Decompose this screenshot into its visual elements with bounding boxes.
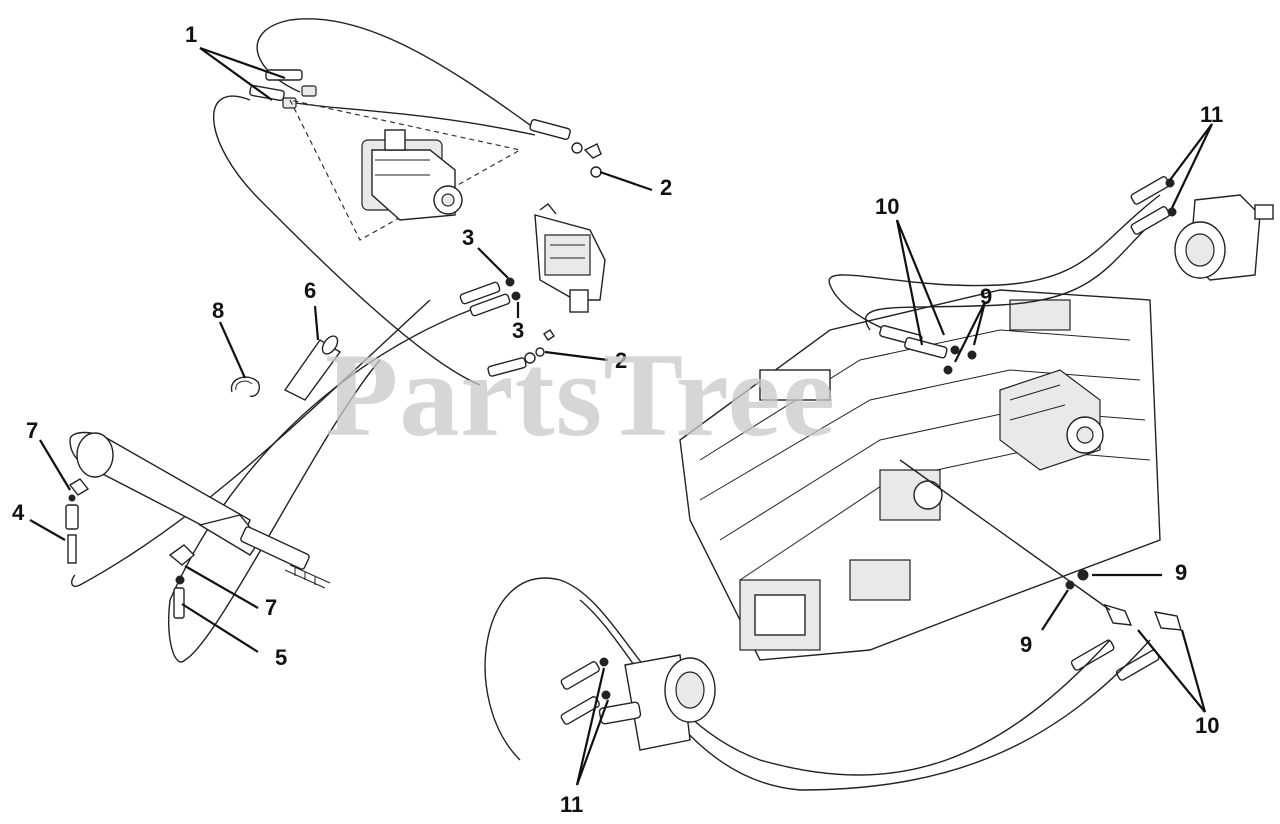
hose-right-upper <box>828 194 1161 341</box>
fittings-4-7-left <box>65 478 90 564</box>
hydraulic-cylinder <box>69 431 331 589</box>
callout-9-lower: 9 <box>1020 632 1032 657</box>
hose-left-long-3 <box>167 299 501 663</box>
control-valve-block <box>534 203 606 313</box>
callout-11-upper: 11 <box>1200 102 1223 127</box>
hose-right-upper-2 <box>864 214 1161 331</box>
hydraulic-pump-right <box>999 369 1104 471</box>
fittings-9-10-lower <box>1065 569 1182 681</box>
callout-10-lower: 10 <box>1195 713 1219 738</box>
callout-10-upper: 10 <box>875 194 899 219</box>
fittings-9-10-upper <box>879 324 977 375</box>
hose-left-long-1 <box>212 95 481 386</box>
callout-3-lower: 3 <box>512 318 524 343</box>
leader-lines <box>29 46 1213 786</box>
callout-7-middle: 7 <box>265 595 277 620</box>
hose-fitting-2-upper <box>529 119 602 178</box>
callout-2-lower: 2 <box>615 348 627 373</box>
callout-11-lower: 11 <box>560 792 583 817</box>
hose-sleeve-6 <box>283 335 342 401</box>
hydraulic-pump-upper <box>361 129 463 221</box>
wheel-motor-upper <box>1130 176 1274 281</box>
callout-6: 6 <box>304 278 316 303</box>
hose-upper-loop-lower <box>289 101 536 136</box>
fittings-2-lower <box>487 329 555 377</box>
hose-clamp-8 <box>230 376 260 397</box>
callout-7-left: 7 <box>26 418 38 443</box>
hose-frame-run <box>899 459 1111 611</box>
callout-9-right: 9 <box>1175 560 1187 585</box>
callout-4: 4 <box>12 500 25 525</box>
hose-upper-loop <box>256 18 531 126</box>
callout-8: 8 <box>212 298 224 323</box>
callout-2-upper: 2 <box>660 175 672 200</box>
callout-9-upper: 9 <box>980 284 992 309</box>
wheel-motor-lower <box>560 654 716 751</box>
callout-5: 5 <box>275 645 287 670</box>
fittings-3 <box>459 277 521 317</box>
hose-left-long-2 <box>71 299 431 587</box>
callout-1: 1 <box>185 22 197 47</box>
callout-3-upper: 3 <box>462 225 474 250</box>
fittings-5-7-middle <box>168 544 196 619</box>
hose-fitting-1a <box>265 69 317 97</box>
